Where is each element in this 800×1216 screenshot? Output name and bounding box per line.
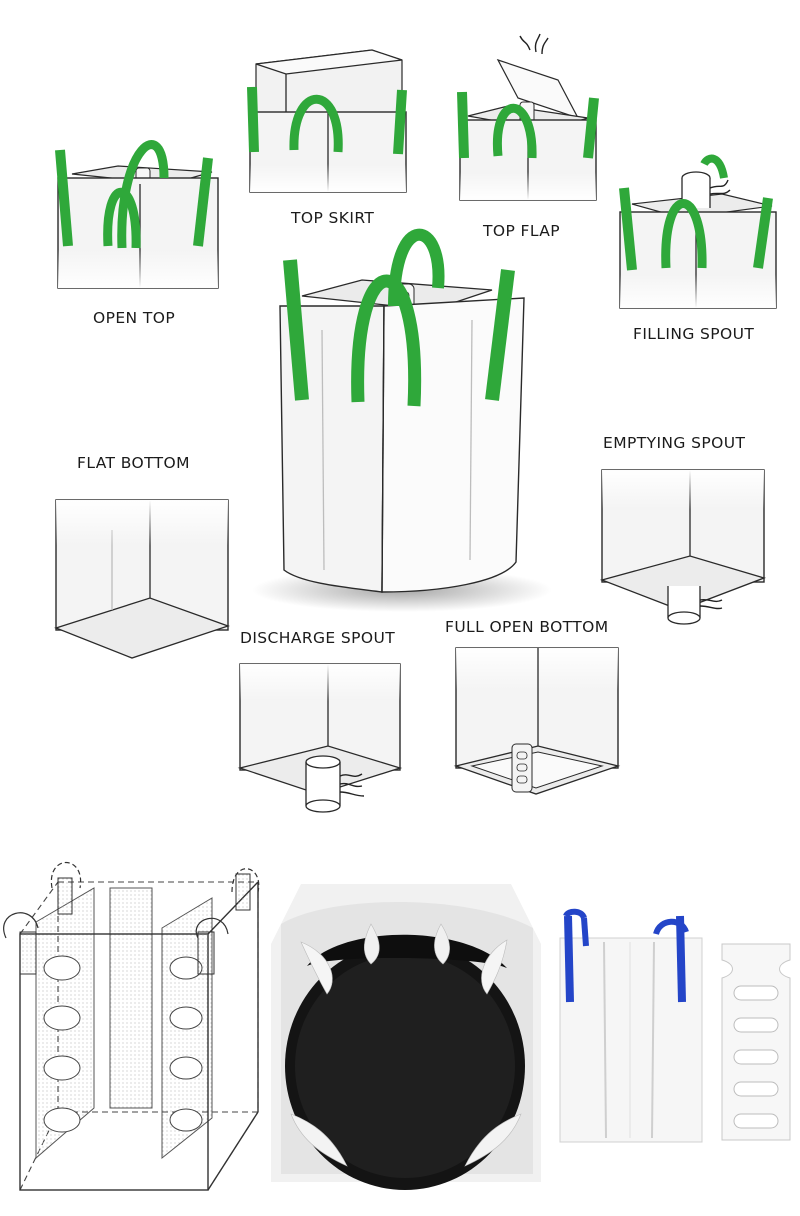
label-filling-spout: FILLING SPOUT (633, 325, 755, 343)
label-open-top: OPEN TOP (93, 309, 176, 327)
discharge-spout-bag (237, 663, 403, 813)
top-flap-bag (457, 33, 599, 201)
baffle-panel-piece (721, 943, 791, 1141)
flat-bottom-bag (54, 499, 230, 659)
powder-filled-bag-photo (271, 884, 541, 1190)
filling-spout-bag (619, 154, 777, 309)
label-top-skirt: TOP SKIRT (291, 209, 375, 227)
label-flat-bottom: FLAT BOTTOM (77, 454, 190, 472)
top-skirt-bag (247, 49, 407, 193)
label-discharge-spout: DISCHARGE SPOUT (240, 629, 396, 647)
emptying-spout-bag (599, 469, 767, 625)
blue-loop-bag-photo (559, 908, 703, 1143)
label-emptying-spout: EMPTYING SPOUT (603, 434, 746, 452)
baffle-bag-drawing (3, 862, 260, 1191)
open-top-bag (55, 140, 219, 289)
label-full-open-bottom: FULL OPEN BOTTOM (445, 618, 609, 636)
label-top-flap: TOP FLAP (483, 222, 560, 240)
full-open-bottom-bag (453, 647, 621, 795)
main-bag (252, 228, 552, 612)
